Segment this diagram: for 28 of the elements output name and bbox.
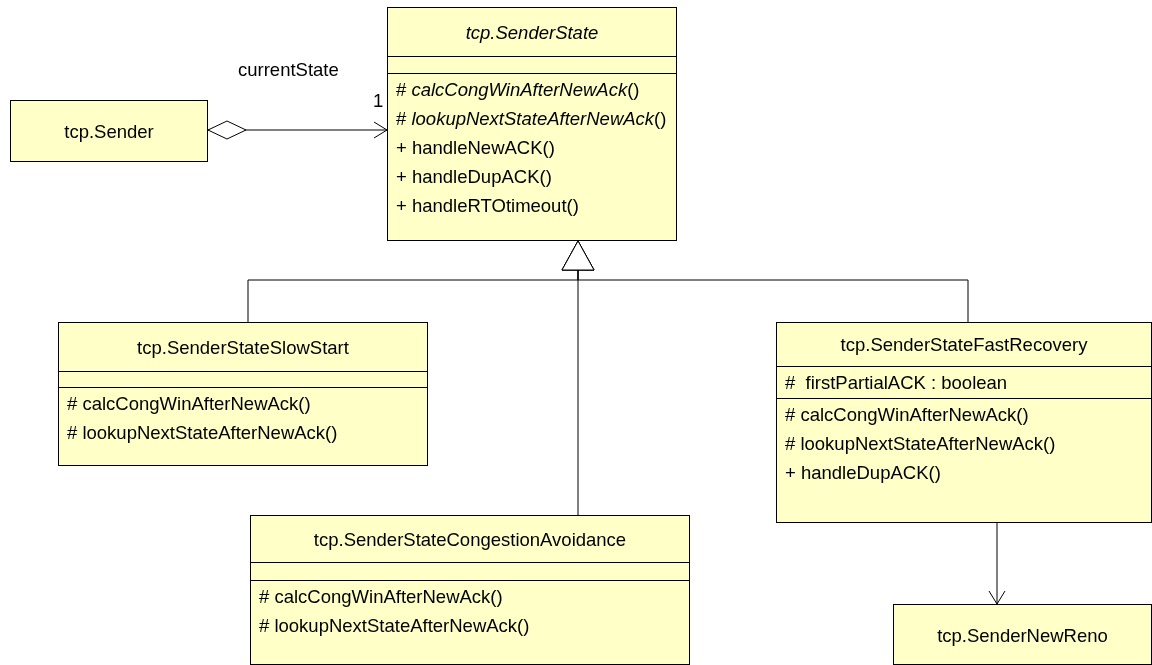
connector (988, 522, 1006, 605)
connector (561, 240, 595, 516)
class-box (387, 7, 677, 241)
class-box (893, 604, 1152, 665)
class-box (250, 515, 690, 665)
class-box (776, 322, 1152, 523)
method-text: # calcCongWinAfterNewAck() (396, 78, 641, 102)
method-text: # calcCongWinAfterNewAck() (259, 585, 504, 609)
class-name: tcp.Sender (64, 119, 154, 144)
class-name: tcp.SenderState (465, 20, 599, 45)
method-text: + handleDupACK() (785, 461, 942, 485)
class-name: tcp.SenderStateSlowStart (137, 335, 349, 360)
method-text: # calcCongWinAfterNewAck() (785, 403, 1030, 427)
class-name: tcp.SenderStateCongestionAvoidance (313, 527, 627, 552)
method-text: # lookupNextStateAfterNewAck() (785, 432, 1057, 456)
connector (207, 120, 388, 140)
class-box (58, 322, 428, 466)
class-name: tcp.SenderStateFastRecovery (840, 333, 1088, 357)
method-text: # calcCongWinAfterNewAck() (67, 392, 312, 416)
method-text: + handleDupACK() (396, 165, 553, 189)
method-text: + handleRTOtimeout() (396, 194, 580, 218)
method-text: # lookupNextStateAfterNewAck() (259, 614, 531, 638)
method-text: # lookupNextStateAfterNewAck() (396, 107, 668, 131)
method-text: # lookupNextStateAfterNewAck() (67, 421, 339, 445)
attribute-text: # firstPartialACK : boolean (785, 371, 1009, 395)
class-box (10, 100, 208, 162)
method-text: + handleNewACK() (396, 136, 556, 160)
class-name: tcp.SenderNewReno (937, 624, 1108, 648)
